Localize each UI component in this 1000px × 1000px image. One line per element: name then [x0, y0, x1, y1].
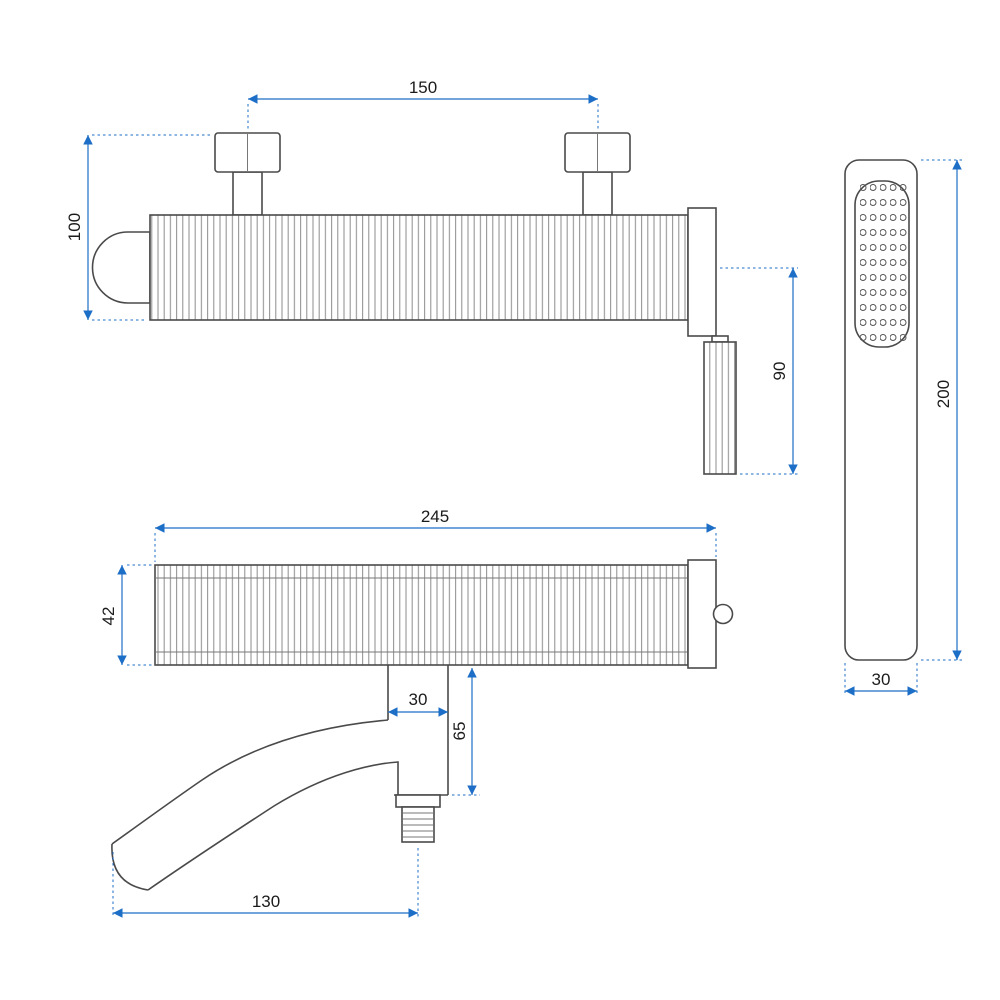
- spray-nozzle-dots: [858, 184, 908, 342]
- mixer-side-view: [91, 132, 737, 475]
- mixer-body-side: [149, 214, 689, 321]
- dim-label-handle-length: 90: [770, 362, 789, 381]
- spout-view: [111, 665, 449, 891]
- dim-label-body-depth: 42: [99, 607, 118, 626]
- dimension-spout-height: 65: [450, 668, 480, 796]
- handle-grip: [703, 341, 737, 475]
- mixer-top-view: [154, 559, 734, 669]
- dim-label-body-height: 100: [65, 213, 84, 241]
- dim-label-spout-neck-width: 30: [409, 690, 428, 709]
- dimension-handle-length: 90: [720, 267, 798, 475]
- dimension-body-depth: 42: [99, 564, 152, 666]
- spout-mouth-cap: [111, 843, 149, 891]
- spout-upper-edge: [111, 719, 389, 845]
- left-end-cap: [91, 231, 151, 304]
- dimension-body-height: 100: [65, 134, 211, 321]
- dimension-spout-reach: 130: [112, 848, 419, 918]
- dim-label-body-length: 245: [421, 507, 449, 526]
- dimension-body-length: 245: [154, 507, 717, 562]
- dimension-spout-neck-width: 30: [388, 690, 448, 717]
- right-end-plate-side: [687, 207, 717, 337]
- dim-label-spout-reach: 130: [252, 892, 280, 911]
- dimension-shower-length: 200: [921, 159, 962, 661]
- dim-label-shower-width: 30: [872, 670, 891, 689]
- dim-label-nut-spacing: 150: [409, 78, 437, 97]
- hand-shower-view: [844, 159, 918, 661]
- mixer-body-top: [154, 564, 689, 666]
- dimension-shower-width: 30: [844, 663, 918, 696]
- handle-pivot-knob: [712, 603, 734, 625]
- dimension-nut-spacing: 150: [247, 78, 599, 129]
- spout-lower-edge: [147, 761, 399, 891]
- right-inlet-stem: [582, 171, 613, 216]
- outlet-flange: [395, 794, 441, 808]
- dim-label-spout-height: 65: [450, 722, 469, 741]
- left-inlet-stem: [232, 171, 263, 216]
- handle-neck: [711, 335, 729, 343]
- right-end-plate-top: [687, 559, 717, 669]
- dim-label-shower-length: 200: [934, 380, 953, 408]
